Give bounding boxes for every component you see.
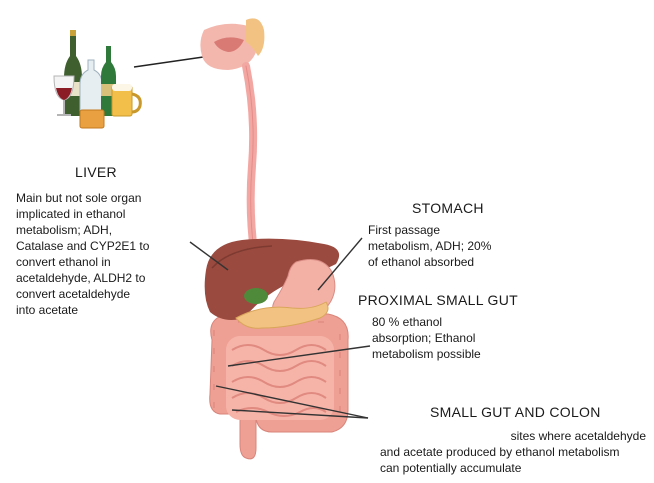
liver-line: Catalase and CYP2E1 to — [16, 238, 149, 254]
stomach-title: STOMACH — [412, 200, 484, 216]
stomach-line: First passage — [368, 222, 491, 238]
gallbladder — [244, 288, 268, 304]
liver-line: metabolism; ADH, — [16, 222, 149, 238]
proximal-small-gut-title: PROXIMAL SMALL GUT — [358, 292, 518, 308]
alcohol-beverages-illustration — [54, 30, 140, 128]
liver-line: acetaldehyde, ALDH2 to — [16, 270, 149, 286]
small-gut-colon-line: and acetate produced by ethanol metaboli… — [380, 444, 646, 460]
small-gut-colon-description: sites where acetaldehyde and acetate pro… — [380, 428, 646, 476]
proximal-small-gut-line: absorption; Ethanol — [372, 330, 481, 346]
small-gut-colon-line: sites where acetaldehyde — [380, 428, 646, 444]
stomach-line: of ethanol absorbed — [368, 254, 491, 270]
liver-line: into acetate — [16, 302, 149, 318]
stomach-description: First passage metabolism, ADH; 20% of et… — [368, 222, 491, 270]
liver-line: convert ethanol in — [16, 254, 149, 270]
mouth-illustration — [200, 18, 264, 70]
liver-line: Main but not sole organ — [16, 190, 149, 206]
liver-line: convert acetaldehyde — [16, 286, 149, 302]
small-gut-colon-title: SMALL GUT AND COLON — [430, 404, 601, 420]
liver-line: implicated in ethanol — [16, 206, 149, 222]
whisky-glass — [80, 110, 104, 128]
proximal-small-gut-line: 80 % ethanol — [372, 314, 481, 330]
stomach-line: metabolism, ADH; 20% — [368, 238, 491, 254]
small-gut-colon-line: can potentially accumulate — [380, 460, 646, 476]
proximal-small-gut-description: 80 % ethanol absorption; Ethanol metabol… — [372, 314, 481, 362]
proximal-small-gut-line: metabolism possible — [372, 346, 481, 362]
liver-title: LIVER — [75, 164, 117, 180]
champagne-bottle — [64, 34, 82, 116]
liver-description: Main but not sole organ implicated in et… — [16, 190, 149, 318]
clear-bottle — [80, 60, 102, 116]
